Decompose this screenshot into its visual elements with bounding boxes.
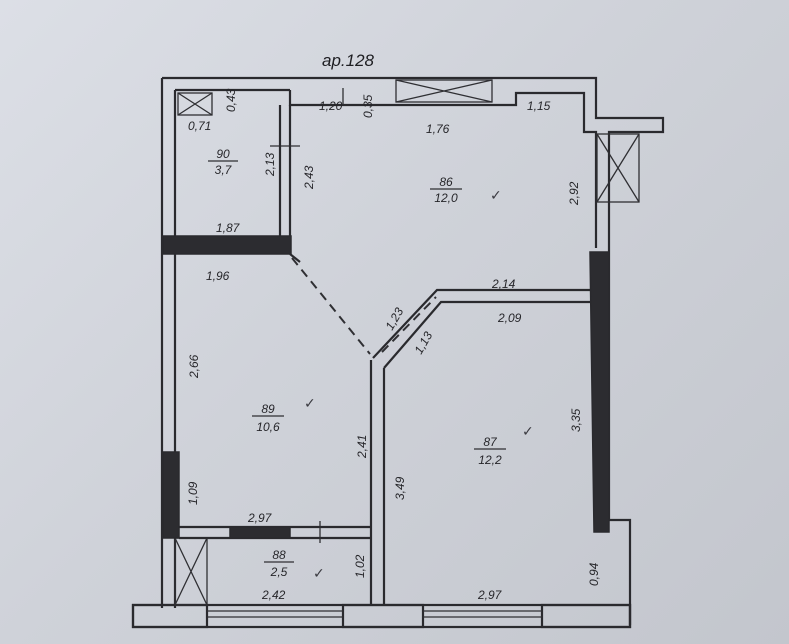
dim-2-97-bottom: 2,97	[477, 588, 503, 602]
dashed-partition-right	[381, 296, 437, 353]
dim-1-96: 1,96	[206, 269, 230, 283]
room-88-area: 2,5	[270, 565, 288, 579]
bottom-wall-left-pier	[131, 603, 209, 629]
room-87-number: 87	[483, 435, 498, 449]
room-88-number: 88	[272, 548, 286, 562]
dim-2-09: 2,09	[497, 311, 522, 325]
shaft-top-left-cross	[177, 92, 213, 116]
dim-2-14: 2,14	[491, 277, 516, 291]
dim-2-41: 2,41	[355, 435, 369, 459]
shaft-top-left	[177, 92, 213, 116]
room-90-number: 90	[216, 147, 230, 161]
room-labels: 90 3,7 86 12,0 ✓ 89 10,6 ✓ 87 12,2 ✓ 88 …	[208, 147, 534, 582]
shaft-top-center-cross	[395, 79, 493, 103]
room-86-number: 86	[439, 175, 453, 189]
dashed-partition-left	[291, 257, 371, 355]
dim-1-76: 1,76	[426, 122, 450, 136]
dim-1-15: 1,15	[527, 99, 551, 113]
room-86-area: 12,0	[434, 191, 458, 205]
dim-1-02: 1,02	[353, 554, 367, 578]
dim-3-35: 3,35	[569, 408, 583, 432]
room-89-area: 10,6	[256, 420, 280, 434]
room-88-check-icon: ✓	[313, 566, 325, 582]
wall-room87-top	[372, 288, 590, 369]
bottom-wall-right-pier	[540, 603, 632, 629]
dim-0-94: 0,94	[587, 562, 601, 586]
room-90-area: 3,7	[215, 163, 233, 177]
dim-0-43: 0,43	[224, 88, 238, 112]
wall-right-thick	[589, 251, 610, 533]
dim-2-13: 2,13	[263, 152, 277, 177]
wall-stub	[289, 253, 301, 263]
wall-room90-right	[278, 105, 292, 236]
apartment-title: ap.128	[322, 51, 375, 70]
dim-0-71: 0,71	[188, 119, 211, 133]
dim-2-97-top: 2,97	[247, 511, 273, 525]
room-89-number: 89	[261, 402, 275, 416]
dim-1-87: 1,87	[216, 221, 241, 235]
dim-2-42: 2,42	[261, 588, 286, 602]
dim-1-09: 1,09	[186, 481, 200, 505]
wall-room90-bottom	[162, 235, 292, 255]
room-87-area: 12,2	[478, 453, 502, 467]
shaft-bottom-left-cross	[174, 537, 208, 606]
room-86-check-icon: ✓	[490, 188, 502, 204]
dim-1-23: 1,23	[382, 305, 406, 333]
dim-0-35: 0,35	[361, 94, 375, 118]
door-room88	[229, 526, 291, 539]
wall-room89-87	[369, 360, 386, 605]
dim-2-66: 2,66	[187, 354, 201, 379]
shaft-right-cross	[596, 133, 640, 203]
interior-walls	[162, 88, 610, 605]
dim-2-43: 2,43	[302, 165, 316, 190]
room-89-check-icon: ✓	[304, 396, 316, 412]
dim-3-49: 3,49	[393, 476, 407, 500]
wall-left-thick	[162, 451, 180, 539]
shaft-top-center	[395, 79, 493, 103]
dim-2-92: 2,92	[567, 181, 581, 206]
dimension-labels: 0,43 0,71 1,20 0,35 1,15 1,76 2,13 2,43 …	[186, 88, 601, 602]
dim-1-20: 1,20	[319, 99, 343, 113]
shaft-right	[596, 133, 640, 203]
bottom-wall-middle-pier	[341, 603, 425, 629]
outer-wall-outer-line	[160, 76, 665, 625]
room-87-check-icon: ✓	[522, 424, 534, 440]
